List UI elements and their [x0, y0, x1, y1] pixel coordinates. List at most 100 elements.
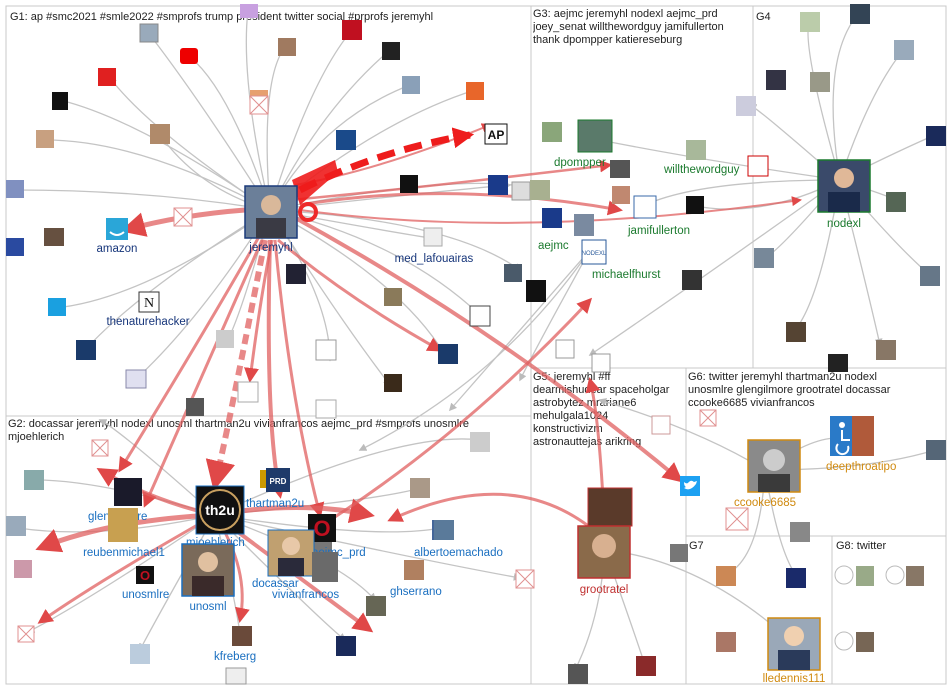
minor-node	[542, 208, 562, 228]
node-face	[592, 534, 616, 558]
node-aejmc-prd[interactable]: PRD thartman2u	[246, 468, 304, 510]
node-grootratel[interactable]: kfreberg	[214, 626, 256, 663]
jeremyhl-to-ap-edge	[298, 127, 475, 194]
minor-node	[906, 566, 924, 586]
broken-image-icon	[515, 569, 535, 589]
man-portrait-icon	[574, 214, 594, 236]
node-dpompper[interactable]	[542, 122, 562, 142]
node-label-grootratel: kfreberg	[214, 651, 256, 663]
man-portrait-icon	[577, 119, 613, 153]
node-body	[828, 192, 860, 212]
minor-node	[856, 566, 874, 586]
broken-image-icon	[699, 409, 717, 427]
node-glengilmore[interactable]: nodexl	[817, 159, 871, 230]
minor-node	[438, 344, 458, 364]
node-label-kfreberg: ghserrano	[390, 586, 442, 598]
node-body	[778, 650, 810, 670]
woman-portrait-icon	[542, 122, 562, 142]
node-ap[interactable]: AP	[484, 123, 508, 145]
node-katieplace[interactable]: lledennis111	[763, 617, 826, 685]
minor-node	[315, 399, 337, 419]
minor-node	[736, 96, 756, 116]
node-label-docassar: unosml	[189, 601, 226, 613]
minor-node	[469, 305, 491, 327]
node-ghserrano[interactable]: albertoemachado	[414, 520, 503, 559]
group-title-g6-text: G6: twitter jeremyhl thartman2u nodexl u…	[688, 371, 891, 409]
minor-node	[52, 92, 68, 110]
o-logo-glyph: O	[140, 568, 150, 583]
minor-node	[591, 353, 611, 373]
accessibility-body	[835, 430, 850, 456]
node-face	[784, 626, 804, 646]
minor-node	[651, 415, 671, 435]
group-title-g3-text: G3: aejmc jeremyhl nodexl aejmc_prd joey…	[533, 8, 724, 46]
minor-node	[186, 398, 204, 416]
ap-logo-icon	[484, 123, 508, 145]
broken-image-icon	[91, 439, 109, 457]
node-deepthroatipo[interactable]: ccooke6685	[734, 439, 801, 509]
node-docassar[interactable]: unosml	[181, 543, 235, 613]
node-willthewordguy[interactable]: dpompper	[554, 119, 613, 169]
node-nodexl[interactable]: NODEXL michaelfhurst	[581, 239, 662, 281]
node-label-deepthroatipo: ccooke6685	[734, 497, 796, 509]
node-jeremyhl[interactable]: jeremyhl	[244, 185, 298, 254]
minor-node	[466, 82, 484, 100]
man-portrait-icon	[312, 552, 338, 582]
minor-node	[225, 667, 247, 685]
man-portrait-icon	[587, 487, 633, 527]
node-mjoehlerich[interactable]: reubenmichael1	[83, 508, 165, 559]
woman-portrait-icon	[404, 560, 424, 580]
node-body	[192, 576, 224, 596]
node-body	[256, 218, 286, 238]
node-face	[834, 168, 854, 188]
o-logo-glyph: O	[313, 516, 330, 541]
node-med-lafouairas[interactable]: med_lafouairas	[395, 227, 474, 265]
th2u-logo-glyph: th2u	[205, 502, 235, 518]
minor-node	[76, 340, 96, 360]
n-logo-glyph: N	[144, 296, 154, 311]
minor-node	[240, 4, 258, 18]
minor-node	[926, 440, 946, 460]
node-thenaturehacker[interactable]: N thenaturehacker	[106, 291, 190, 328]
node-body	[278, 558, 304, 576]
nodexl-logo-icon	[581, 239, 607, 265]
prd-logo-glyph: PRD	[270, 477, 287, 486]
node-michaelfhurst[interactable]: aejmc	[538, 214, 594, 252]
node-unosml[interactable]: O unosmlre	[122, 566, 169, 601]
minor-node	[716, 632, 736, 652]
minor-nodes	[6, 4, 946, 685]
minor-node	[14, 560, 32, 578]
node-twitter[interactable]	[680, 476, 700, 496]
node-label-vivianfrancos: docassar	[252, 578, 299, 590]
th2u-logo-icon	[195, 485, 245, 535]
broken-image-icon	[249, 95, 269, 115]
lighthouse-icon	[108, 508, 138, 542]
minor-node	[670, 544, 688, 562]
node-vivianfrancos[interactable]: docassar	[252, 529, 315, 590]
minor-node	[44, 228, 64, 246]
node-aejmc[interactable]: jamifullerton	[627, 195, 690, 237]
node-kfreberg[interactable]: ghserrano	[390, 560, 442, 598]
node-dapstats[interactable]: deepthroatipo	[826, 416, 896, 473]
man-portrait-icon	[434, 520, 454, 540]
node-label-aejmc-prd: thartman2u	[246, 498, 304, 510]
group-title-g3-wrap: G3: aejmc jeremyhl nodexl aejmc_prd joey…	[533, 8, 724, 46]
minor-node	[920, 266, 940, 286]
minor-node	[504, 264, 522, 282]
node-jamifullerton[interactable]: willthewordguy	[663, 140, 740, 176]
node-albertoemachado[interactable]: vivianfrancos	[272, 552, 339, 601]
minor-node	[511, 181, 531, 201]
ap-logo-glyph: AP	[488, 128, 505, 142]
th2u-ring	[199, 489, 241, 531]
jeremyhl-self-loop	[298, 202, 318, 222]
node-label-amazon: amazon	[97, 243, 138, 255]
minor-node	[766, 70, 786, 90]
minor-node	[834, 631, 854, 651]
node-amazon[interactable]: amazon	[97, 218, 138, 255]
node-label-jeremyhl: jeremyhl	[248, 242, 292, 254]
node-label-albertoemachado: vivianfrancos	[272, 589, 339, 601]
minor-node	[886, 192, 906, 212]
node-ccooke6685[interactable]: grootratel	[577, 487, 633, 596]
node-label-glengilmore: nodexl	[827, 218, 861, 230]
